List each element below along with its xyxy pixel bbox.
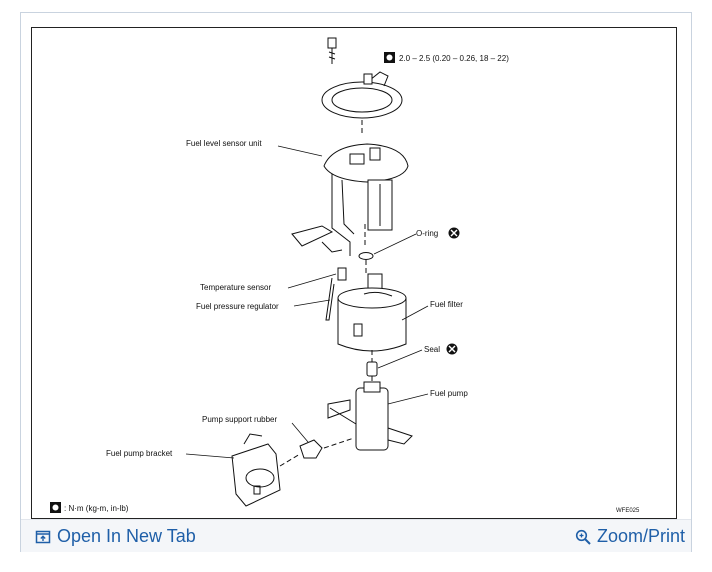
label-seal: Seal	[424, 345, 440, 354]
zoom-icon	[575, 529, 591, 545]
label-pump-support-rubber: Pump support rubber	[202, 415, 277, 424]
open-new-tab-icon	[35, 530, 51, 543]
torque-legend: : N·m (kg-m, in-lb)	[64, 504, 129, 513]
label-fuel-pump-bracket: Fuel pump bracket	[106, 449, 173, 458]
fuel-pump-part	[327, 381, 413, 451]
zoom-print-link[interactable]: Zoom/Print	[575, 526, 685, 547]
torque-icon	[50, 502, 61, 513]
torque-icon	[384, 52, 395, 63]
label-fuel-pressure-regulator: Fuel pressure regulator	[196, 302, 279, 311]
seal-part	[366, 361, 378, 377]
fuel-pressure-regulator-part	[325, 267, 347, 321]
diagram-frame: 2.0 – 2.5 (0.20 – 0.26, 18 – 22) Fuel le…	[31, 27, 677, 519]
bolt-part	[327, 37, 337, 64]
label-fuel-pump: Fuel pump	[430, 389, 468, 398]
label-o-ring: O-ring	[416, 229, 438, 238]
label-temperature-sensor: Temperature sensor	[200, 283, 271, 292]
pump-support-rubber-part	[299, 439, 323, 459]
image-viewer: 2.0 – 2.5 (0.20 – 0.26, 18 – 22) Fuel le…	[20, 12, 692, 552]
fuel-filter-part	[337, 273, 407, 352]
fuel-pump-diagram: 2.0 – 2.5 (0.20 – 0.26, 18 – 22) Fuel le…	[50, 37, 640, 514]
viewer-footer: Open In New Tab Zoom/Print	[21, 519, 691, 552]
zoom-print-label: Zoom/Print	[596, 526, 685, 546]
fuel-pump-bracket-part	[231, 433, 281, 507]
open-new-tab-label: Open In New Tab	[57, 526, 196, 546]
figure-code: WFE025	[616, 508, 640, 514]
label-fuel-level-sensor-unit: Fuel level sensor unit	[186, 139, 262, 148]
fuel-level-sensor-unit-part	[291, 143, 409, 256]
do-not-reuse-icon	[448, 227, 460, 239]
leader-lines	[185, 145, 429, 459]
label-fuel-filter: Fuel filter	[430, 300, 463, 309]
o-ring-part	[358, 252, 374, 260]
torque-spec-label: 2.0 – 2.5 (0.20 – 0.26, 18 – 22)	[399, 54, 509, 63]
do-not-reuse-icon	[446, 343, 458, 355]
open-new-tab-link[interactable]: Open In New Tab	[35, 526, 196, 547]
retainer-ring-part	[321, 71, 403, 119]
